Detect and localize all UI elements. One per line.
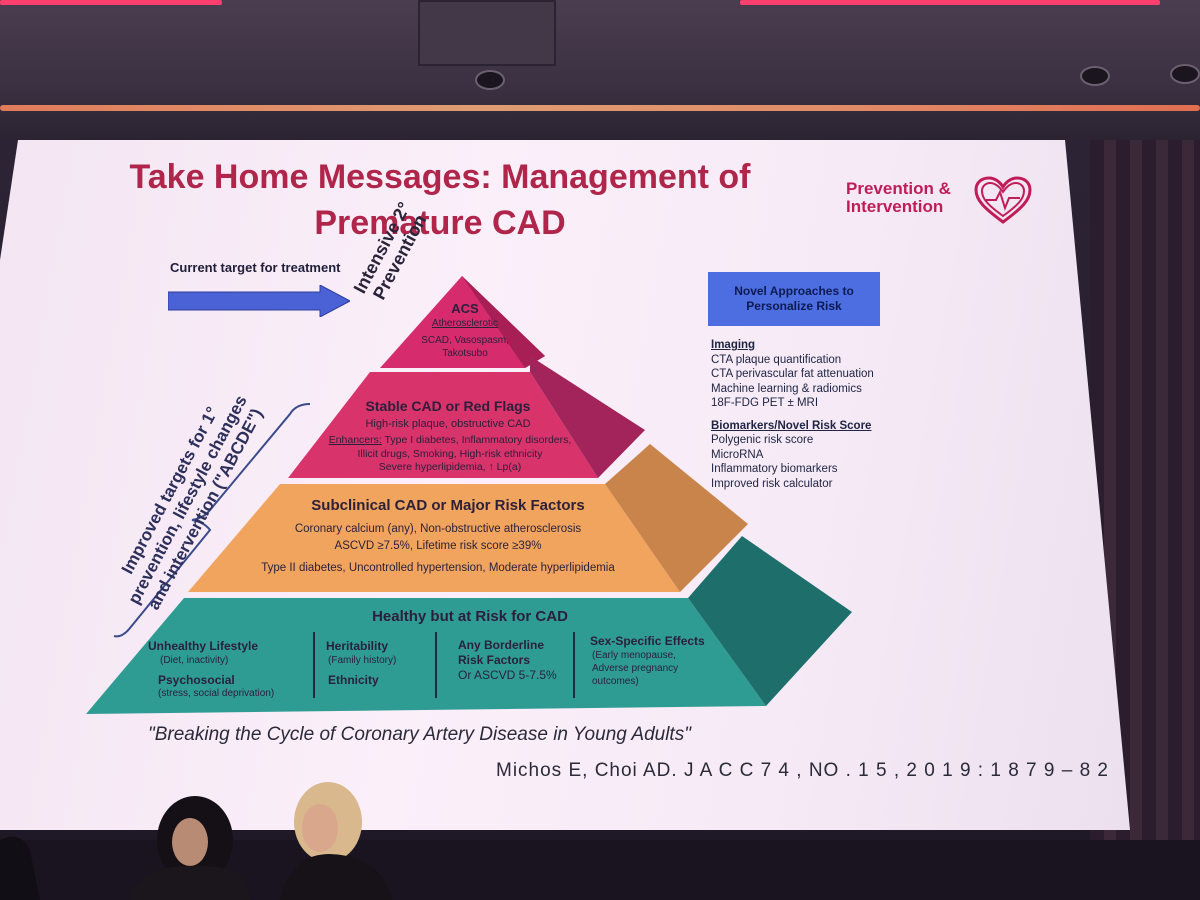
imaging-item: CTA perivascular fat attenuation (711, 368, 874, 380)
pyramid-tier-subclinical (188, 484, 680, 592)
ceiling (0, 0, 1200, 140)
biomarker-item: MicroRNA (711, 448, 764, 461)
pyramid-tier-acs (380, 276, 545, 368)
novel-approaches-box: Novel Approaches to Personalize Risk (708, 272, 880, 326)
audience-person-face (302, 804, 338, 852)
arrow-right-icon (168, 285, 350, 317)
unhealthy-lifestyle-sub: (Diet, inactivity) (160, 655, 229, 666)
prevention-intervention-logo: Prevention & Intervention (846, 176, 1036, 228)
logo-line-1: Prevention & (846, 179, 951, 198)
ceiling-light-strip (740, 0, 1160, 5)
stable-line-2: Illicit drugs, Smoking, High-risk ethnic… (357, 448, 543, 460)
pyramid-tier-stable (288, 372, 598, 478)
audience-person-face (172, 818, 208, 866)
slide-title: Take Home Messages: Management of Premat… (129, 158, 751, 242)
ceiling-light-strip (0, 0, 222, 5)
brace-shape (113, 403, 311, 638)
ceiling-lamp (1170, 64, 1200, 84)
acs-title: ACS (451, 301, 479, 316)
paper-quote: "Breaking the Cycle of Coronary Artery D… (148, 724, 691, 745)
imaging-header: Imaging (711, 339, 756, 351)
biomarker-item: Inflammatory biomarkers (711, 463, 838, 475)
subclinical-title: Subclinical CAD or Major Risk Factors (311, 497, 585, 514)
biomarker-item: Improved risk calculator (711, 477, 833, 490)
ceiling-vent (418, 0, 556, 66)
current-target-label: Current target for treatment (170, 260, 341, 275)
subclinical-line-3: Type II diabetes, Uncontrolled hypertens… (261, 562, 615, 574)
stable-subtitle: High-risk plaque, obstructive CAD (365, 418, 531, 430)
unhealthy-lifestyle-title: Unhealthy Lifestyle (148, 639, 259, 653)
ceiling-led-strip (0, 105, 1200, 111)
sex-specific-sub-2: Adverse pregnancy (592, 663, 679, 674)
ceiling-lamp (1080, 66, 1110, 86)
sex-specific-sub-3: outcomes) (592, 676, 639, 687)
heritability-sub: (Family history) (328, 655, 397, 666)
heart-icon (974, 176, 1032, 224)
audience-person-body (130, 865, 250, 900)
sex-specific-sub-1: (Early menopause, (592, 650, 676, 661)
acs-subtitle: Atherosclerotic (431, 318, 499, 329)
paper-reference: Michos E, Choi AD. J A C C 7 4 , NO . 1 … (496, 760, 1109, 781)
borderline-line-2: Risk Factors (458, 653, 531, 667)
subclinical-line-1: Coronary calcium (any), Non-obstructive … (294, 523, 582, 535)
ceiling-lamp (475, 70, 505, 90)
pyramid-tier-healthy-side (688, 536, 852, 706)
audience-person (0, 836, 40, 900)
pyramid-tier-acs-side (462, 276, 545, 368)
stable-enhancers: Type I diabetes, Inflammatory disorders, (381, 434, 572, 446)
pyramid-tier-healthy (86, 598, 766, 714)
pyramid-tier-stable-side (530, 356, 645, 478)
borderline-line-1: Any Borderline (458, 638, 545, 652)
psychosocial-sub: (stress, social deprivation) (158, 688, 275, 699)
pyramid-tier-subclinical-side (605, 444, 748, 592)
enhancers-label: Enhancers: (328, 434, 382, 446)
healthy-title: Healthy but at Risk for CAD (372, 608, 568, 625)
biomarker-item: Polygenic risk score (711, 434, 814, 446)
audience-person-body (280, 854, 392, 900)
novel-approaches-list: Imaging CTA plaque quantification CTA pe… (711, 338, 941, 491)
logo-line-2: Intervention (846, 197, 944, 216)
stable-line-1: Enhancers: Type I diabetes, Inflammatory… (300, 434, 600, 446)
subclinical-line-2: ASCVD ≥7.5%, Lifetime risk score ≥39% (334, 540, 542, 552)
acs-line-1: SCAD, Vasospasm, (421, 335, 509, 346)
biomarkers-header: Biomarkers/Novel Risk Score (711, 419, 872, 432)
audience-silhouettes (0, 782, 1200, 900)
acs-line-2: Takotsubo (442, 348, 488, 359)
sex-specific-title: Sex-Specific Effects (590, 634, 705, 648)
stable-line-3: Severe hyperlipidemia, ↑ Lp(a) (378, 461, 522, 473)
imaging-item: 18F-FDG PET ± MRI (711, 397, 819, 409)
heritability-title: Heritability (326, 639, 389, 653)
ethnicity-title: Ethnicity (328, 673, 379, 687)
imaging-item: CTA plaque quantification (711, 353, 842, 366)
borderline-line-3: Or ASCVD 5-7.5% (458, 668, 557, 682)
stable-title: Stable CAD or Red Flags (365, 398, 531, 414)
psychosocial-title: Psychosocial (158, 673, 235, 687)
imaging-item: Machine learning & radiomics (711, 382, 862, 395)
